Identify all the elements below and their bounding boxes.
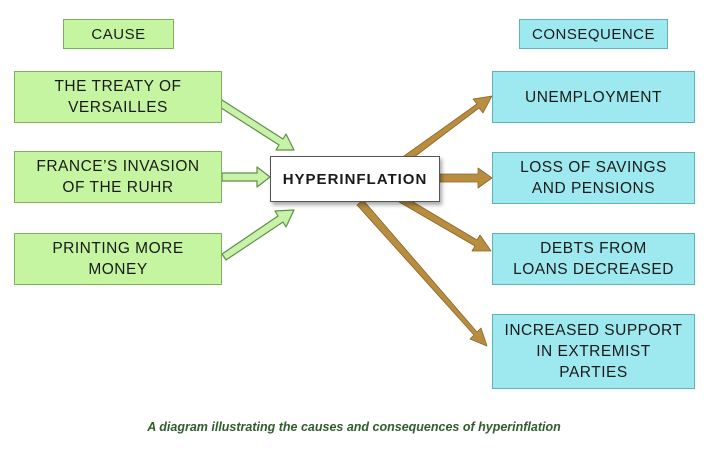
cause-arrows [217, 99, 295, 261]
consequence-box-unemployment: UNEMPLOYMENT [492, 71, 695, 123]
hyperinflation-box: HYPERINFLATION [270, 156, 440, 202]
consequence-header: CONSEQUENCE [519, 19, 668, 49]
arrow-to-debts [393, 192, 492, 252]
consequence-box-savings: LOSS OF SAVINGS AND PENSIONS [492, 152, 695, 204]
arrow-printing-to-hyperinflation [221, 209, 295, 261]
diagram-caption: A diagram illustrating the causes and co… [147, 420, 561, 434]
consequence-box-debts: DEBTS FROM LOANS DECREASED [492, 233, 695, 285]
arrow-ruhr-to-hyperinflation [221, 166, 271, 188]
cause-box-printing: PRINTING MORE MONEY [14, 233, 222, 285]
arrow-to-extremist [356, 199, 488, 347]
cause-box-ruhr: FRANCE’S INVASION OF THE RUHR [14, 151, 222, 203]
arrow-to-savings [439, 167, 493, 189]
cause-box-versailles: THE TREATY OF VERSAILLES [14, 71, 222, 123]
consequence-arrows [356, 95, 493, 347]
consequence-box-extremist: INCREASED SUPPORT IN EXTREMIST PARTIES [492, 314, 695, 389]
arrow-versailles-to-hyperinflation [217, 99, 295, 151]
cause-header: CAUSE [63, 19, 174, 49]
